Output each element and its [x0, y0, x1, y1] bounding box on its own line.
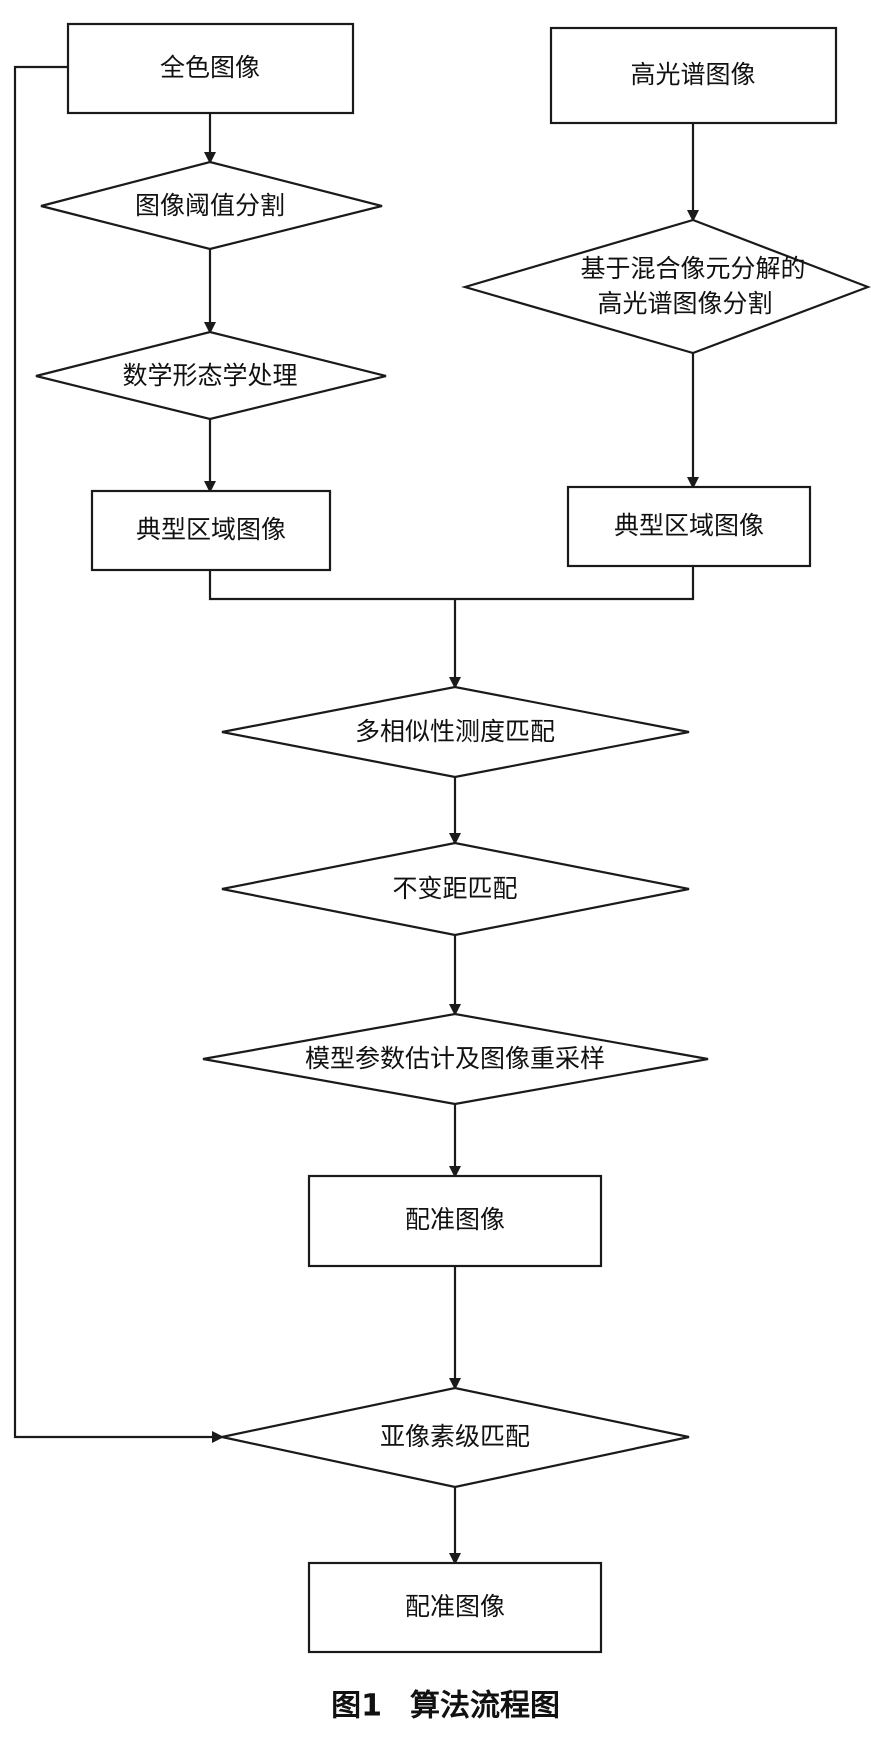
node-typical-region-left: 典型区域图像: [90, 489, 332, 572]
node-registered-image-1: 配准图像: [307, 1174, 603, 1268]
registered-image-1-label: 配准图像: [405, 1205, 505, 1234]
unmixing-segmentation-label-line1: 基于混合像元分解的: [580, 254, 805, 283]
invariant-distance-matching-diamond: [221, 841, 690, 937]
model-param-estimation-label: 模型参数估计及图像重采样: [305, 1044, 605, 1073]
node-pan-image: 全色图像: [66, 22, 355, 115]
multi-similarity-matching-label: 多相似性测度匹配: [355, 717, 555, 746]
pan-image-label: 全色图像: [160, 53, 260, 82]
typical-region-left-box: [90, 489, 332, 572]
typical-region-right-label: 典型区域图像: [614, 511, 764, 540]
node-multi-similarity-matching: 多相似性测度匹配: [221, 685, 690, 779]
typical-region-right-box: [566, 485, 812, 568]
node-subpixel-matching: 亚像素级匹配: [221, 1386, 690, 1489]
subpixel-matching-label: 亚像素级匹配: [380, 1422, 530, 1451]
invariant-distance-matching-label: 不变距匹配: [392, 874, 517, 903]
threshold-segmentation-diamond: [40, 160, 383, 251]
model-param-estimation-diamond: [202, 1012, 709, 1106]
pan-image-box: [66, 22, 355, 115]
registered-image-2-box: [307, 1561, 603, 1654]
unmixing-segmentation-label-line2: 高光谱图像分割: [597, 289, 772, 318]
figure-title: 算法流程图: [410, 1689, 560, 1724]
hyperspectral-image-label: 高光谱图像: [630, 60, 755, 89]
edge-pan-to-subpixel: [13, 65, 224, 1443]
node-registered-image-2: 配准图像: [307, 1561, 603, 1654]
edge-typical-left-merge: [208, 570, 455, 601]
registered-image-2-label: 配准图像: [405, 1592, 505, 1621]
morphology-diamond: [35, 330, 387, 421]
registered-image-1-box: [307, 1174, 603, 1268]
subpixel-matching-diamond: [221, 1386, 690, 1489]
figure-caption: 图1 算法流程图: [331, 1689, 560, 1724]
multi-similarity-matching-diamond: [221, 685, 690, 779]
figure-number: 图1: [331, 1689, 382, 1724]
morphology-label: 数学形态学处理: [122, 361, 297, 390]
node-threshold-segmentation: 图像阈值分割: [40, 160, 383, 251]
node-model-param-estimation: 模型参数估计及图像重采样: [202, 1012, 709, 1106]
node-unmixing-segmentation: 基于混合像元分解的 高光谱图像分割: [461, 218, 871, 355]
threshold-segmentation-label: 图像阈值分割: [135, 191, 285, 220]
edge-typical-right-merge: [455, 566, 695, 601]
typical-region-left-label: 典型区域图像: [136, 515, 286, 544]
unmixing-segmentation-diamond: [461, 218, 871, 355]
node-morphology: 数学形态学处理: [35, 330, 387, 421]
node-typical-region-right: 典型区域图像: [566, 485, 812, 568]
edges: [13, 65, 699, 1565]
hyperspectral-image-box: [549, 26, 838, 125]
node-hyperspectral-image: 高光谱图像: [549, 26, 838, 125]
node-invariant-distance-matching: 不变距匹配: [221, 841, 690, 937]
